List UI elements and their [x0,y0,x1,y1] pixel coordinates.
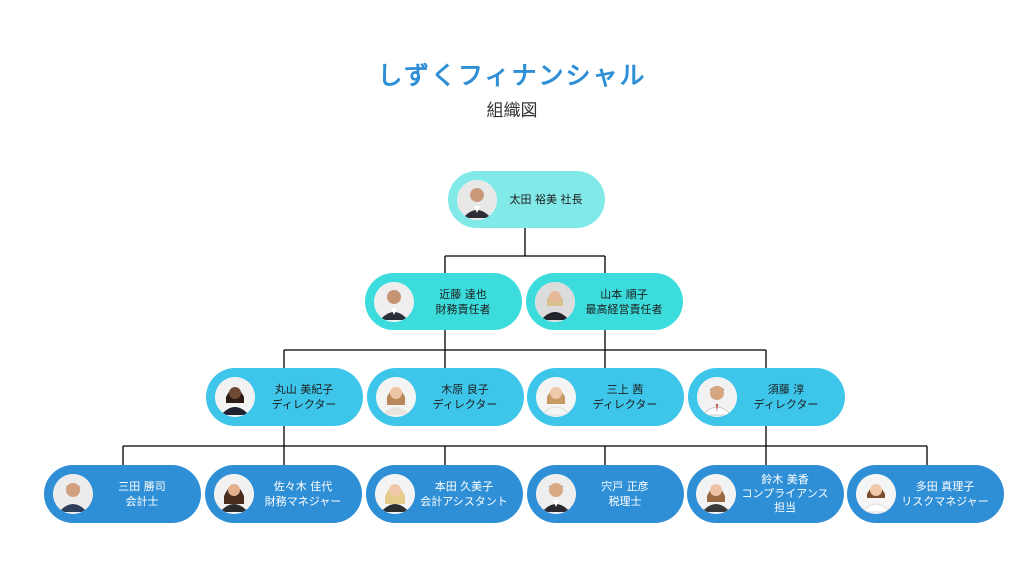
org-node-director: 須藤 淳ディレクター [688,368,845,426]
page-subtitle: 組織図 [486,101,538,121]
person-name: 木原 良子 [441,383,489,396]
person-name: 近藤 達也 [439,287,487,301]
person-photo-icon [535,281,575,322]
person-role: ディレクター [432,398,498,411]
person-name: 宍戸 正彦 [601,480,649,493]
person-role-line2: 担当 [774,501,796,514]
org-node-ceo: 太田 裕美 社長 [448,171,605,228]
person-photo-icon [374,281,414,322]
person-photo-icon [856,474,896,514]
org-node-staff: 多田 真理子リスクマネジャー [847,465,1004,523]
person-name: 本田 久美子 [434,480,494,493]
person-role: ディレクター [592,398,658,411]
person-name: 鈴木 美香 [761,473,809,486]
page-title: しずくフィナンシャル [377,61,647,90]
org-node-staff: 佐々木 佳代財務マネジャー [205,465,362,523]
person-role: 財務責任者 [435,302,491,316]
person-role: 税理士 [608,495,642,508]
person-name: 三田 勝司 [118,480,166,493]
org-node-staff: 宍戸 正彦税理士 [527,465,684,523]
org-node-staff: 三田 勝司会計士 [44,465,201,523]
person-role: コンプライアンス [741,487,829,500]
person-role: 財務マネジャー [264,495,342,508]
connector-ceo-executives [444,228,606,273]
org-node-executive: 山本 順子最高経営責任者 [526,273,683,330]
person-photo-icon [214,474,254,514]
org-node-staff: 本田 久美子会計アシスタント [366,465,523,523]
person-photo-icon [215,377,255,417]
person-role: 会計アシスタント [420,495,508,508]
person-name: 多田 真理子 [915,480,975,493]
person-photo-icon [536,377,576,417]
person-photo-icon [696,474,736,514]
person-role: リスクマネジャー [901,495,989,508]
person-role: ディレクター [753,398,819,411]
person-name: 丸山 美紀子 [274,383,334,396]
person-photo-icon [376,377,416,417]
person-photo-icon [536,474,576,514]
person-name: 山本 順子 [600,287,648,301]
org-node-director: 丸山 美紀子ディレクター [206,368,363,426]
org-node-director: 三上 茜ディレクター [527,368,684,426]
person-photo-icon [375,474,415,514]
ceo-name: 太田 裕美 社長 [509,193,583,206]
person-photo-icon [697,377,737,417]
org-node-staff: 鈴木 美香コンプライアンス担当 [687,465,844,523]
person-role: 最高経営責任者 [585,302,663,316]
person-role: ディレクター [271,398,337,411]
connector-directors-staff [122,426,928,465]
connector-executives-directors [283,330,767,368]
person-name: 須藤 淳 [767,383,805,396]
person-name: 三上 茜 [606,383,644,396]
person-photo-icon [53,474,93,514]
person-role: 会計士 [125,495,159,508]
person-photo-icon [457,179,497,220]
org-node-director: 木原 良子ディレクター [367,368,524,426]
org-node-executive: 近藤 達也財務責任者 [365,273,522,330]
person-name: 佐々木 佳代 [273,480,333,493]
